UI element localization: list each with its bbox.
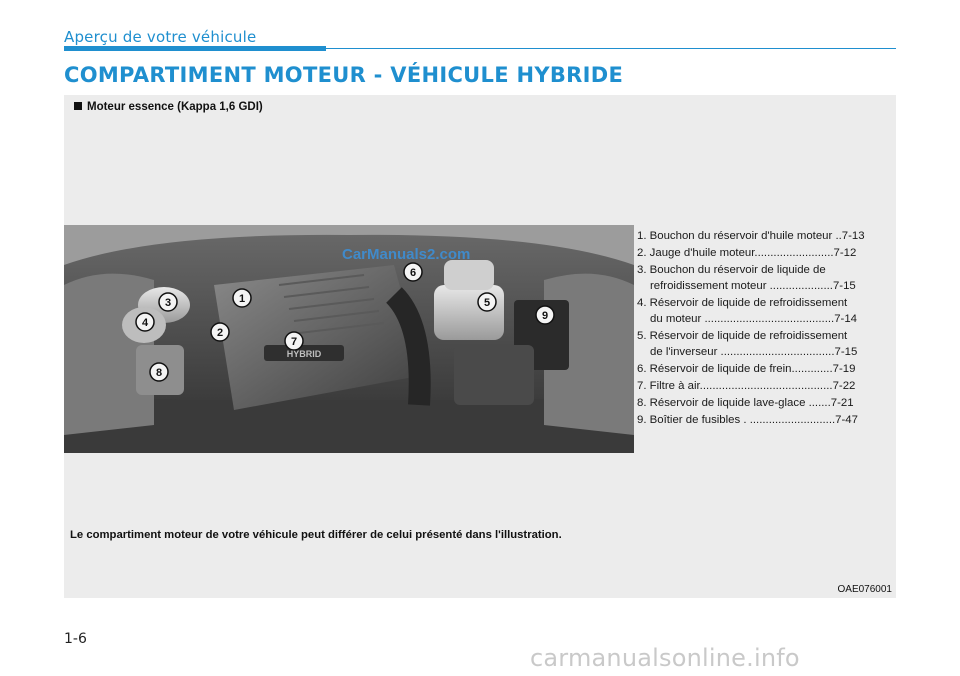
callout-4: 4 [135, 312, 155, 332]
svg-text:6: 6 [410, 267, 416, 279]
callout-7: 7 [284, 331, 304, 351]
content-panel: Moteur essence (Kappa 1,6 GDI) [64, 95, 896, 598]
header-rule-thin [326, 48, 896, 49]
callout-6: 6 [403, 262, 423, 282]
legend-item: 7. Filtre à air.........................… [637, 380, 856, 392]
header-rule-thick [64, 46, 326, 51]
svg-text:5: 5 [484, 297, 490, 309]
callout-5: 5 [477, 292, 497, 312]
photo-watermark: CarManuals2.com [342, 246, 471, 263]
svg-text:8: 8 [156, 367, 162, 379]
svg-text:4: 4 [142, 317, 149, 329]
callout-9: 9 [535, 305, 555, 325]
section-header: Aperçu de votre véhicule [64, 28, 257, 46]
subheading: Moteur essence (Kappa 1,6 GDI) [74, 101, 263, 113]
bullet-square-icon [74, 102, 82, 110]
callout-3: 3 [158, 292, 178, 312]
component-legend: 1. Bouchon du réservoir d'huile moteur .… [637, 228, 893, 429]
legend-item: 1. Bouchon du réservoir d'huile moteur .… [637, 230, 865, 242]
image-code: OAE076001 [837, 584, 893, 595]
page-title: COMPARTIMENT MOTEUR - VÉHICULE HYBRIDE [64, 63, 624, 87]
svg-text:2: 2 [217, 327, 223, 339]
legend-item: 9. Boîtier de fusibles . ...............… [637, 414, 858, 426]
callout-1: 1 [232, 288, 252, 308]
engine-illustration: HYBRID 1 2 3 4 5 6 7 8 9 [64, 225, 634, 453]
legend-item: 2. Jauge d'huile moteur.................… [637, 247, 857, 259]
svg-text:3: 3 [165, 297, 171, 309]
svg-text:9: 9 [542, 310, 548, 322]
hybrid-logo-text: HYBRID [287, 349, 322, 359]
legend-item: 8. Réservoir de liquide lave-glace .....… [637, 397, 854, 409]
footer-watermark: carmanualsonline.info [530, 644, 800, 672]
legend-item: 4. Réservoir de liquide de refroidisseme… [637, 297, 858, 325]
legend-item: 6. Réservoir de liquide de frein........… [637, 363, 856, 375]
page-number: 1-6 [64, 631, 87, 647]
legend-item: 5. Réservoir de liquide de refroidisseme… [637, 330, 858, 358]
engine-compartment-photo: HYBRID 1 2 3 4 5 6 7 8 9 [64, 225, 634, 453]
callout-8: 8 [149, 362, 169, 382]
legend-item: 3. Bouchon du réservoir de liquide de re… [637, 264, 856, 292]
svg-text:7: 7 [291, 336, 297, 348]
callout-2: 2 [210, 322, 230, 342]
illustration-note: Le compartiment moteur de votre véhicule… [70, 529, 562, 541]
subheading-text: Moteur essence (Kappa 1,6 GDI) [87, 101, 263, 113]
svg-text:1: 1 [239, 293, 245, 305]
